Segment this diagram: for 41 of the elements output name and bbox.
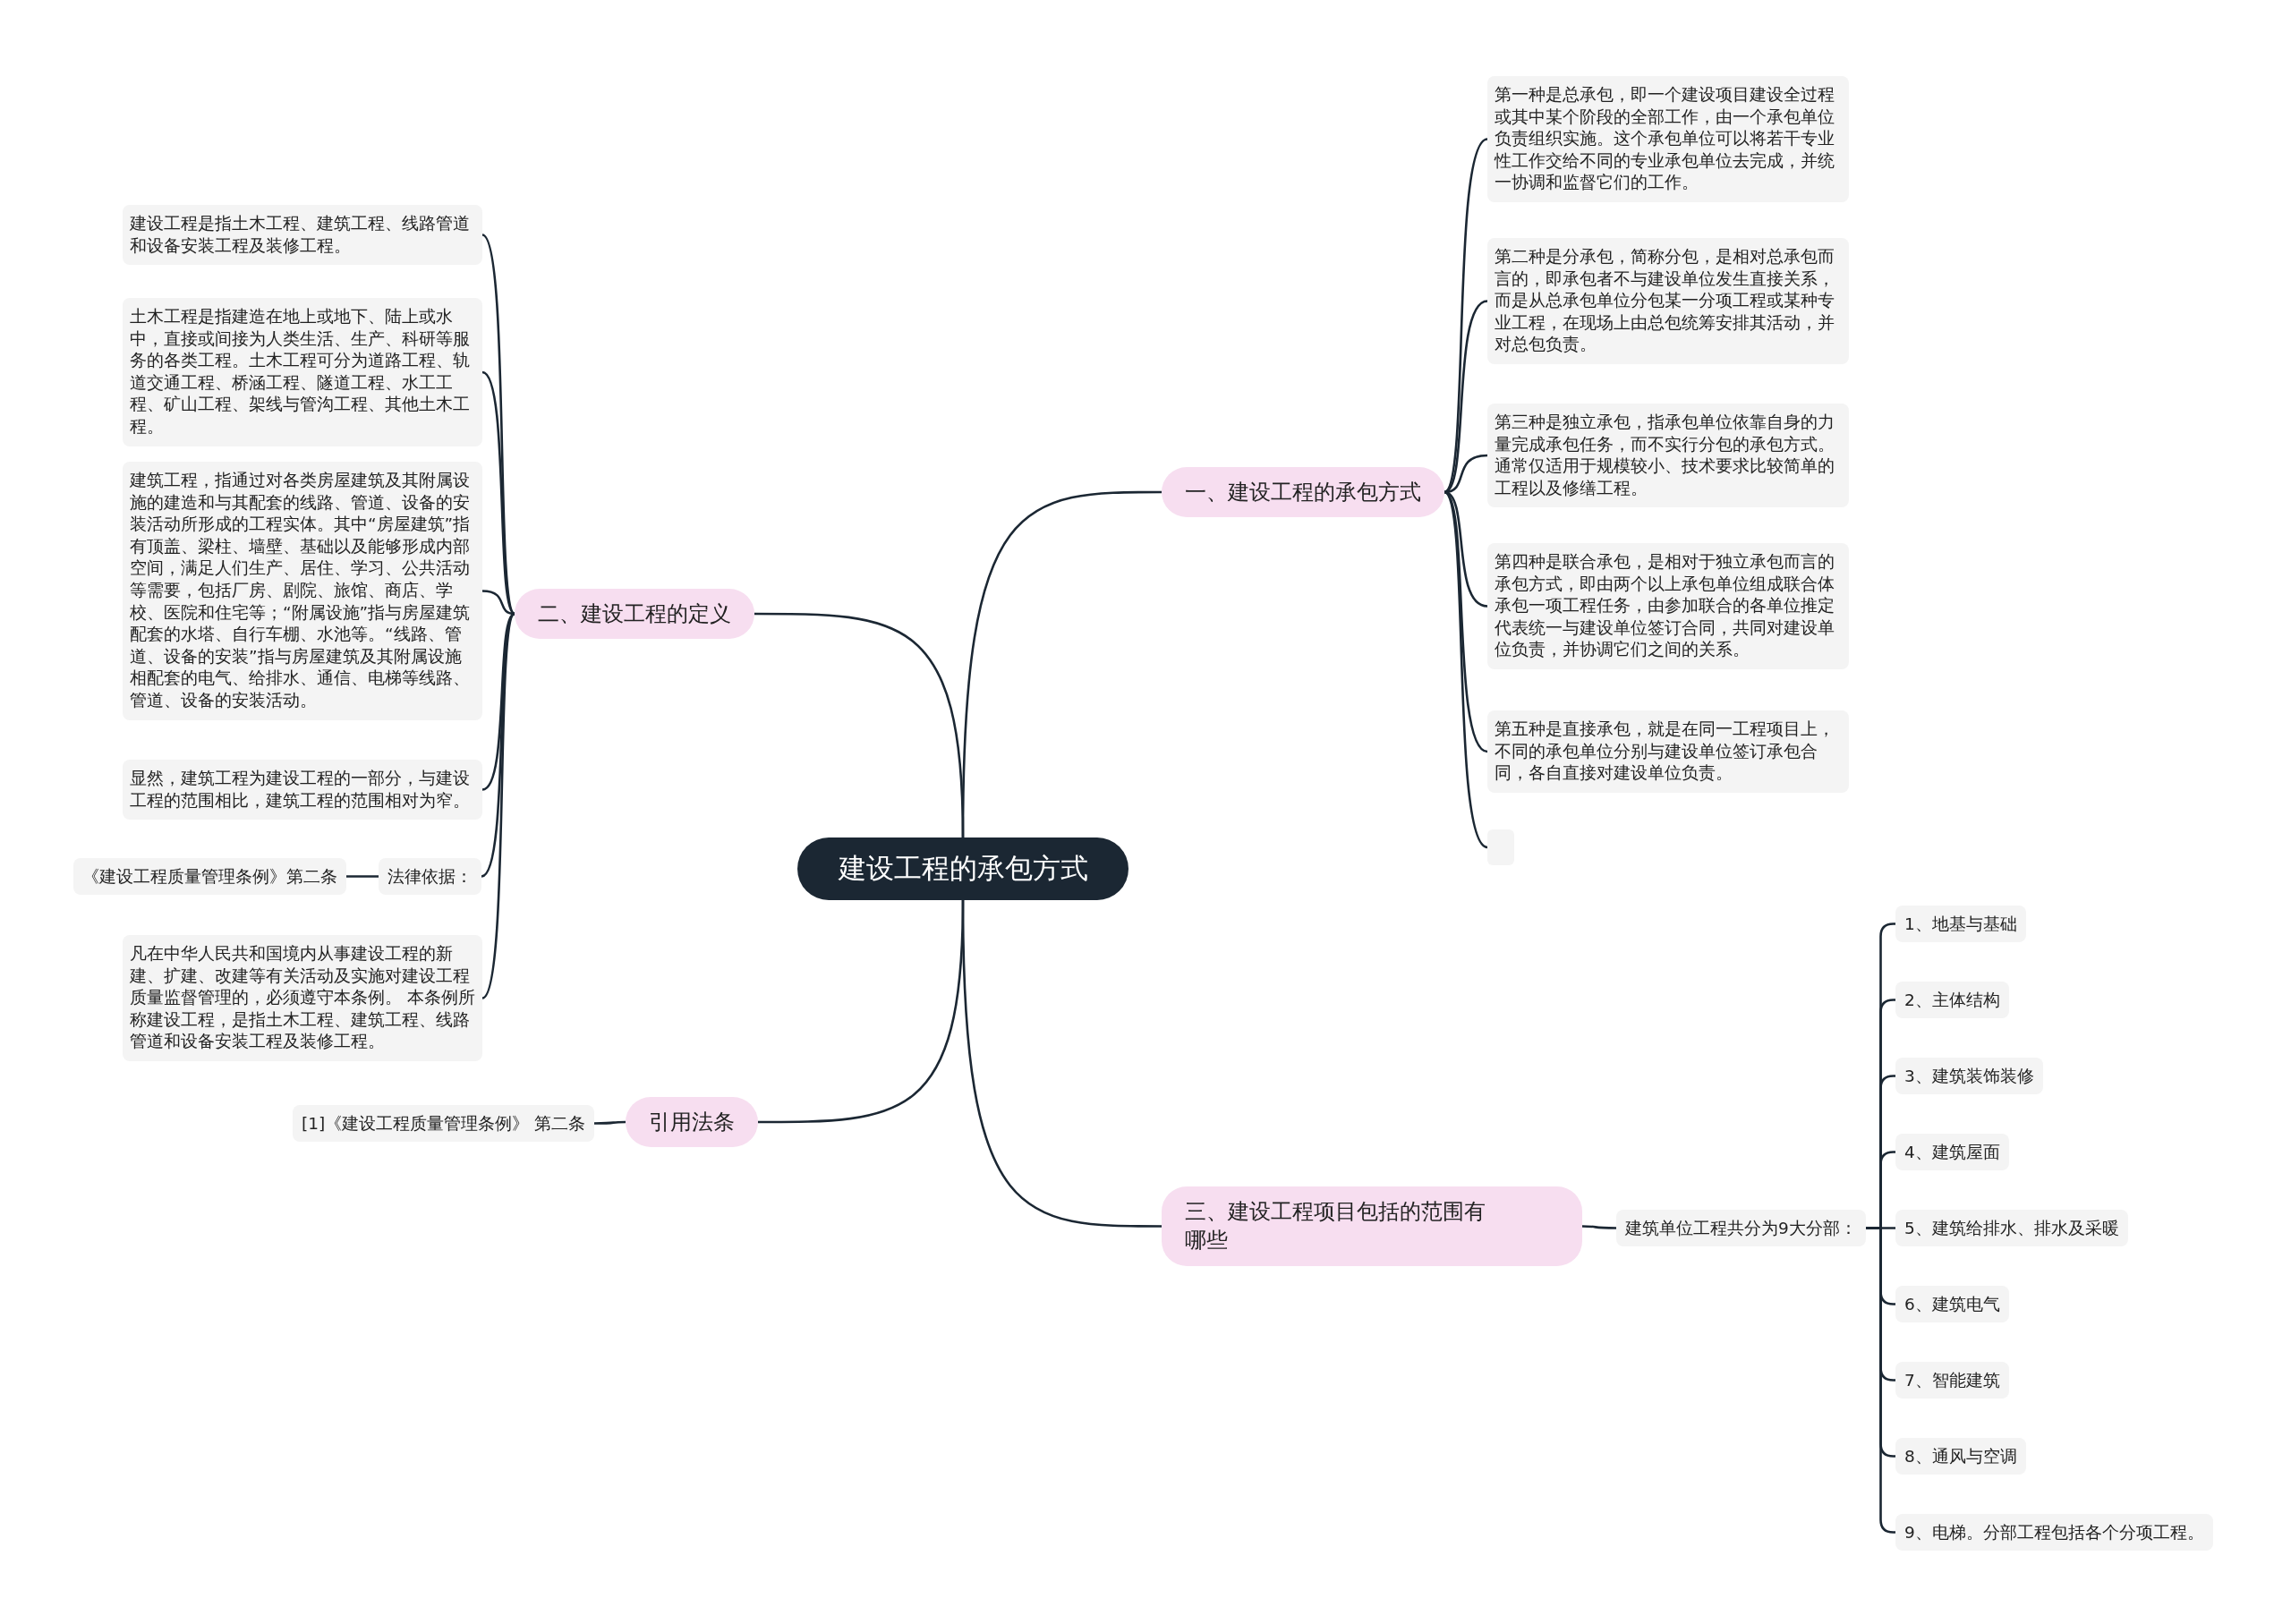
connector-line <box>1444 491 1488 848</box>
connector-line <box>754 612 965 838</box>
topic-box: 一、建设工程的承包方式 <box>1162 467 1444 518</box>
text-box: 土木工程是指建造在地上或地下、陆上或水中，直接或间接为人类生活、生产、科研等服务的各类工程。土木工程可分为道路工程、轨道交通工程、桥涵工程、隧道工程、水工工程、矿山工程、架线与管沟工程、其他土木工程。 <box>123 298 482 446</box>
text-box: 建筑单位工程共分为9大分部： <box>1616 1210 1866 1246</box>
text-box: 6、建筑电气 <box>1895 1286 2009 1322</box>
text-box: 显然，建筑工程为建设工程的一部分，与建设工程的范围相比，建筑工程的范围相对为窄。 <box>123 760 482 821</box>
connector-line <box>1444 300 1488 494</box>
empty-box <box>1487 829 1514 865</box>
connector-line <box>481 613 516 999</box>
text-box: 第五种是直接承包，就是在同一工程项目上，不同的承包单位分别与建设单位签订承包合同，各自直接对建设单位负责。 <box>1487 710 1849 793</box>
text-box: 凡在中华人民共和国境内从事建设工程的新建、扩建、改建等有关活动及实施对建设工程质量监督管理的，必须遵守本条例。 本条例所称建设工程，是指土木工程、建筑工程、线路管道和设备安装工程及装修工程。 <box>123 935 482 1061</box>
text-box: 第三种是独立承包，指承包单位依靠自身的力量完成承包任务，而不实行分包的承包方式。通常仅适用于规模较小、技术要求比较简单的工程以及修缮工程。 <box>1487 404 1849 508</box>
text-box: 3、建筑装饰装修 <box>1895 1058 2043 1094</box>
connector-line <box>1444 138 1488 493</box>
connector-line <box>1444 491 1488 753</box>
text-box: 第四种是联合承包，是相对于独立承包而言的承包方式，即由两个以上承包单位组成联合体承包一项工程任务，由参加联合的各单位推定代表统一与建设单位签订合同，共同对建设单位负责，并协调它们之间的关系。 <box>1487 543 1849 669</box>
connector-line <box>481 371 515 615</box>
topic-box: 二、建设工程的定义 <box>515 589 754 640</box>
text-box: 第二种是分承包，简称分包，是相对总承包而言的，即承包者不与建设单位发生直接关系，而是从总承包单位分包某一分项工程或某种专业工程，在现场上由总包统筹安排其活动，并对总包负责。 <box>1487 238 1849 364</box>
connector-line <box>481 234 516 615</box>
text-box: 第一种是总承包，即一个建设项目建设全过程或其中某个阶段的全部工作，由一个承包单位负责组织实施。这个承包单位可以将若干专业性工作交给不同的专业承包单位去完成，并统一协调和监督它们的工作。 <box>1487 76 1849 202</box>
text-box: 9、电梯。分部工程包括各个分项工程。 <box>1895 1514 2213 1551</box>
connector-line <box>1582 1225 1616 1229</box>
connector-line <box>961 899 1162 1228</box>
topic-box: 三、建设工程项目包括的范围有哪些 <box>1162 1186 1582 1266</box>
text-box: 4、建筑屋面 <box>1895 1134 2009 1170</box>
text-box: 《建设工程质量管理条例》第二条 <box>73 858 346 895</box>
text-box: 7、智能建筑 <box>1895 1362 2009 1399</box>
topic-box: 引用法条 <box>626 1097 758 1148</box>
text-box: 建设工程是指土木工程、建筑工程、线路管道和设备安装工程及装修工程。 <box>123 205 482 266</box>
text-box: 建筑工程，指通过对各类房屋建筑及其附属设施的建造和与其配套的线路、管道、设备的安装活动所形成的工程实体。其中“房屋建筑”指有顶盖、梁柱、墙壁、基础以及能够形成内部空间，满足人们生产、居住、学习、公共活动等需要，包括厂房、剧院、旅馆、商店、学校、医院和住宅等；“附属设施”指与房屋建筑配套的水塔、自行车棚、水池等。“线路、管道、设备的安装”指与房屋建筑及其附属设施相配套的电气、给排水、通信、电梯等线路、管道、设备的安装活动。 <box>123 462 482 720</box>
text-box: 1、地基与基础 <box>1895 906 2026 942</box>
central-topic: 建设工程的承包方式 <box>797 838 1128 900</box>
text-box: 5、建筑给排水、排水及采暖 <box>1895 1210 2128 1246</box>
text-box: 法律依据： <box>379 858 481 895</box>
text-box: 2、主体结构 <box>1895 982 2009 1018</box>
text-box: 8、通风与空调 <box>1895 1438 2026 1475</box>
connector-line <box>346 875 379 878</box>
text-box: [1]《建设工程质量管理条例》 第二条 <box>293 1105 595 1142</box>
connector-line <box>594 1120 626 1125</box>
